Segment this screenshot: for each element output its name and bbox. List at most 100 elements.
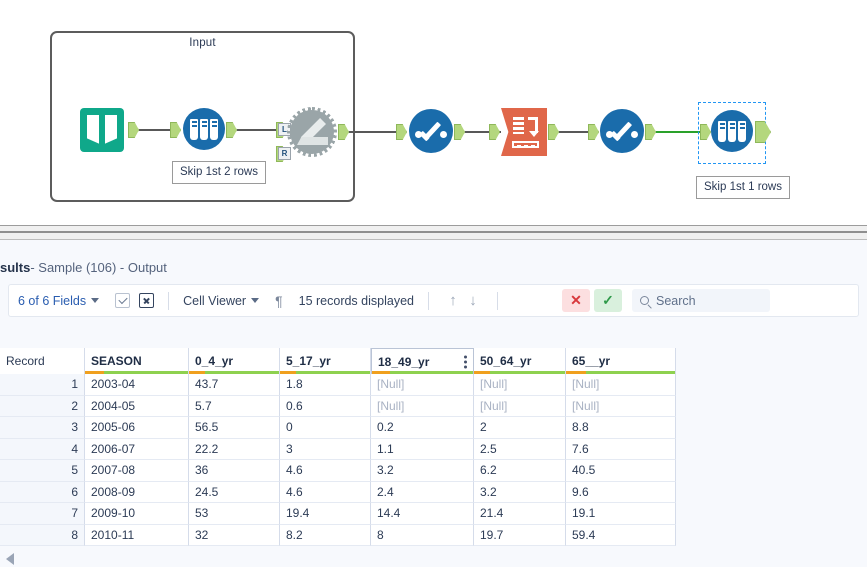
column-menu-icon[interactable] [464, 360, 467, 363]
input-anchor-sample[interactable] [700, 124, 711, 140]
cell-record[interactable]: 8 [0, 524, 85, 546]
cell-c0_4[interactable]: 32 [189, 524, 280, 546]
annotation-skip-2-rows[interactable]: Skip 1st 2 rows [172, 161, 266, 184]
join-tool[interactable] [287, 107, 337, 157]
deselect-icon[interactable] [139, 293, 155, 308]
cell-c18_49[interactable]: 0.2 [371, 417, 474, 439]
cell-c5_17[interactable]: 8.2 [280, 524, 371, 546]
connection-wire[interactable] [237, 129, 276, 131]
cell-c65[interactable]: [Null] [566, 374, 676, 396]
cell-c0_4[interactable]: 24.5 [189, 481, 280, 503]
cell-record[interactable]: 5 [0, 460, 85, 482]
cell-c5_17[interactable]: 0 [280, 417, 371, 439]
cell-c65[interactable]: 59.4 [566, 524, 676, 546]
column-header-season[interactable]: SEASON [85, 348, 189, 374]
input-anchor-cleanse-1[interactable] [396, 124, 407, 140]
cell-c65[interactable]: 8.8 [566, 417, 676, 439]
workflow-canvas[interactable]: Input L R [0, 0, 867, 232]
cell-c18_49[interactable]: 2.4 [371, 481, 474, 503]
input-anchor-transpose[interactable] [489, 124, 500, 140]
cell-c5_17[interactable]: 3 [280, 438, 371, 460]
cell-c0_4[interactable]: 36 [189, 460, 280, 482]
cell-c0_4[interactable]: 43.7 [189, 374, 280, 396]
cell-season[interactable]: 2009-10 [85, 503, 189, 525]
scroll-left-arrow[interactable] [6, 553, 14, 565]
cell-season[interactable]: 2004-05 [85, 395, 189, 417]
cell-c0_4[interactable]: 56.5 [189, 417, 280, 439]
pilcrow-icon[interactable]: ¶ [275, 292, 283, 309]
cell-c50_64[interactable]: 19.7 [474, 524, 566, 546]
output-anchor-cleanse-1[interactable] [454, 124, 465, 140]
cell-c5_17[interactable]: 4.6 [280, 481, 371, 503]
cell-season[interactable]: 2006-07 [85, 438, 189, 460]
column-header-c5_17[interactable]: 5_17_yr [280, 348, 371, 374]
column-header-c18_49[interactable]: 18_49_yr [371, 348, 474, 374]
cell-c18_49[interactable]: 3.2 [371, 460, 474, 482]
input-data-tool[interactable] [80, 108, 124, 152]
sample-tool-selected[interactable] [711, 110, 753, 152]
fields-dropdown[interactable]: 6 of 6 Fields [18, 294, 100, 308]
checkbox-icon[interactable] [115, 293, 131, 308]
cell-c0_4[interactable]: 53 [189, 503, 280, 525]
connection-wire[interactable] [559, 131, 595, 133]
cell-c65[interactable]: 9.6 [566, 481, 676, 503]
column-header-record[interactable]: Record [0, 348, 85, 374]
cell-c0_4[interactable]: 5.7 [189, 395, 280, 417]
connection-wire-selected[interactable] [656, 131, 704, 133]
cell-record[interactable]: 2 [0, 395, 85, 417]
cell-record[interactable]: 1 [0, 374, 85, 396]
output-anchor-sample[interactable] [755, 121, 771, 143]
output-anchor-input-data[interactable] [128, 122, 139, 138]
output-anchor-cleanse-2[interactable] [645, 124, 656, 140]
output-anchor-select[interactable] [226, 122, 237, 138]
cancel-button[interactable]: ✕ [561, 289, 590, 312]
cell-season[interactable]: 2007-08 [85, 460, 189, 482]
search-input[interactable]: Search [631, 289, 770, 312]
transpose-tool[interactable] [501, 108, 547, 156]
cell-c18_49[interactable]: 8 [371, 524, 474, 546]
cell-c50_64[interactable]: 2.5 [474, 438, 566, 460]
data-cleansing-tool-2[interactable] [600, 109, 644, 153]
output-anchor-join[interactable] [338, 124, 349, 140]
cell-c5_17[interactable]: 1.8 [280, 374, 371, 396]
cell-c50_64[interactable]: [Null] [474, 395, 566, 417]
input-anchor-cleanse-2[interactable] [588, 124, 599, 140]
confirm-button[interactable]: ✓ [593, 289, 622, 312]
cell-c18_49[interactable]: 14.4 [371, 503, 474, 525]
cell-c50_64[interactable]: 2 [474, 417, 566, 439]
cell-c5_17[interactable]: 4.6 [280, 460, 371, 482]
data-cleansing-tool-1[interactable] [409, 109, 453, 153]
select-tool[interactable] [183, 108, 225, 150]
cell-c65[interactable]: [Null] [566, 395, 676, 417]
input-anchor-select[interactable] [170, 122, 181, 138]
connection-wire[interactable] [465, 131, 501, 133]
cell-season[interactable]: 2010-11 [85, 524, 189, 546]
cell-record[interactable]: 3 [0, 417, 85, 439]
cell-season[interactable]: 2003-04 [85, 374, 189, 396]
cell-c50_64[interactable]: 6.2 [474, 460, 566, 482]
cell-season[interactable]: 2008-09 [85, 481, 189, 503]
cell-c65[interactable]: 7.6 [566, 438, 676, 460]
cell-c18_49[interactable]: [Null] [371, 374, 474, 396]
output-anchor-transpose[interactable] [548, 124, 559, 140]
cell-viewer-dropdown[interactable]: Cell Viewer [183, 294, 260, 308]
cell-c0_4[interactable]: 22.2 [189, 438, 280, 460]
connection-wire[interactable] [139, 129, 170, 131]
cell-c18_49[interactable]: [Null] [371, 395, 474, 417]
cell-c5_17[interactable]: 19.4 [280, 503, 371, 525]
column-header-c50_64[interactable]: 50_64_yr [474, 348, 566, 374]
column-header-c65[interactable]: 65__yr [566, 348, 676, 374]
connection-wire[interactable] [349, 131, 396, 133]
annotation-skip-1-rows[interactable]: Skip 1st 1 rows [696, 176, 790, 199]
cell-c5_17[interactable]: 0.6 [280, 395, 371, 417]
cell-season[interactable]: 2005-06 [85, 417, 189, 439]
cell-c50_64[interactable]: 21.4 [474, 503, 566, 525]
